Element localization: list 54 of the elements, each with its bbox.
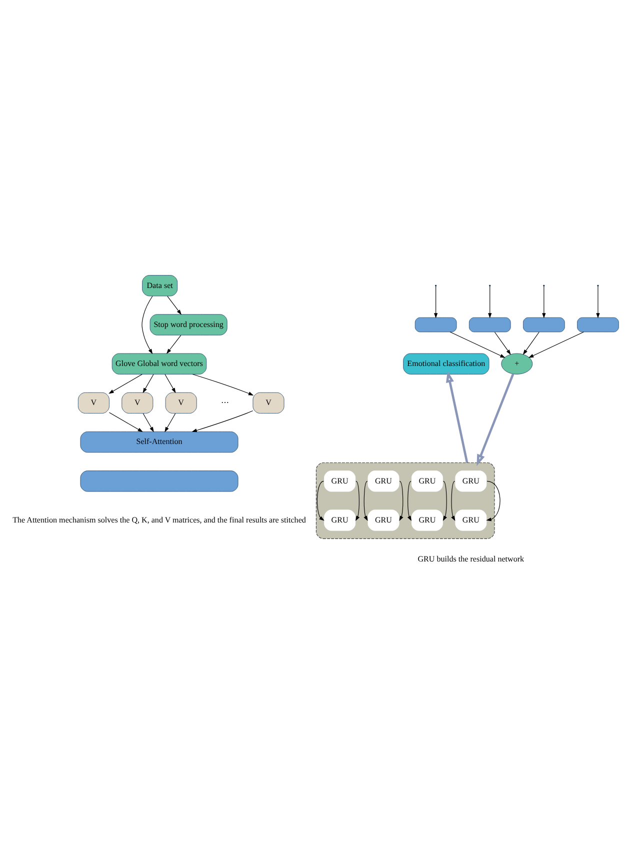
node-box: GRU [455, 470, 487, 492]
arrow [407, 480, 412, 521]
node-box: V [122, 392, 154, 414]
node-box: Stop word processing [150, 314, 228, 335]
label: GRU builds the residual network [418, 554, 524, 563]
node-box: GRU [411, 509, 443, 530]
node-bar [80, 470, 238, 492]
arrow [316, 480, 324, 520]
arrow [142, 374, 154, 393]
arrow [142, 295, 153, 354]
node-box [523, 316, 565, 332]
arrow [542, 286, 546, 318]
node-box: GRU [411, 470, 443, 492]
arrow [528, 331, 584, 358]
arrow [434, 286, 438, 318]
node-box: GRU [455, 509, 487, 530]
arrow [167, 295, 182, 314]
node-box: V [165, 392, 197, 414]
node-box [577, 316, 619, 332]
arrow [142, 412, 154, 432]
label: ⋯ [220, 398, 229, 407]
arrow [108, 412, 143, 432]
arrow [399, 480, 404, 521]
arrow [486, 480, 500, 521]
arrow [108, 374, 142, 394]
arrow [488, 286, 492, 318]
node-box: GRU [324, 509, 356, 530]
node-box: GRU [368, 470, 400, 492]
arrow [192, 410, 254, 432]
label: The Attention mechanism solves the Q, K, and V matrices, and the final results are stitched [12, 514, 306, 524]
arrow [450, 331, 506, 358]
node-box: GRU [324, 470, 356, 492]
arrow [451, 480, 456, 521]
arrow [442, 480, 447, 521]
arrow [355, 480, 360, 521]
arrow [364, 480, 368, 521]
arrow [166, 334, 182, 354]
node-box: GRU [368, 509, 400, 530]
arrow [446, 370, 468, 462]
arrow [494, 331, 511, 354]
node-box: V [78, 392, 110, 414]
arrow [522, 331, 540, 354]
node-box: Data set [142, 274, 178, 296]
node-box: V [252, 392, 284, 414]
arrow [192, 373, 254, 395]
node-box: Glove Global word vectors [112, 352, 207, 374]
arrow [164, 374, 176, 393]
arrow [476, 373, 514, 466]
arrow [164, 412, 176, 432]
node-box [468, 316, 511, 332]
node-box: Emotional classification [403, 352, 490, 374]
node-box [414, 316, 457, 332]
node-box: Self-Attention [80, 430, 238, 452]
arrow [596, 286, 600, 318]
